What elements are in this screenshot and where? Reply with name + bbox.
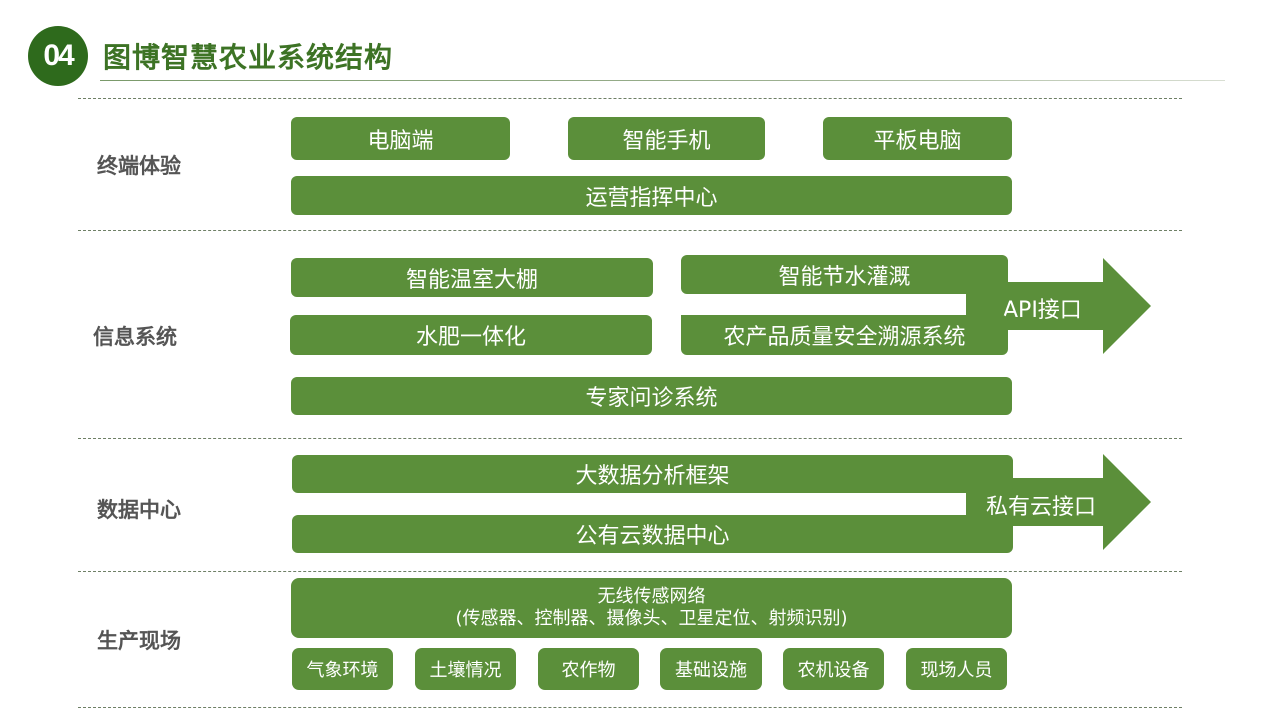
data-bigdata-framework: 大数据分析框架 <box>292 455 1013 493</box>
api-arrow <box>966 258 1152 354</box>
field-wireless-sensor-network: 无线传感网络 (传感器、控制器、摄像头、卫星定位、射频识别) <box>291 578 1012 638</box>
field-soil: 土壤情况 <box>415 648 516 690</box>
section-label-field: 生产现场 <box>97 629 181 653</box>
divider <box>78 438 1182 439</box>
terminal-tablet: 平板电脑 <box>823 117 1012 160</box>
info-traceability-system: 农产品质量安全溯源系统 <box>681 315 1008 355</box>
field-personnel: 现场人员 <box>906 648 1007 690</box>
api-arrow-label: API接口 <box>1003 298 1082 323</box>
data-public-cloud: 公有云数据中心 <box>292 515 1013 553</box>
section-label-terminal: 终端体验 <box>97 154 181 178</box>
section-label-info: 信息系统 <box>93 325 177 349</box>
terminal-pc: 电脑端 <box>291 117 510 160</box>
terminal-command-center: 运营指挥中心 <box>291 176 1012 215</box>
divider <box>78 230 1182 231</box>
title-underline <box>100 80 1225 81</box>
field-infrastructure: 基础设施 <box>660 648 762 690</box>
field-weather: 气象环境 <box>292 648 393 690</box>
terminal-smartphone: 智能手机 <box>568 117 765 160</box>
divider <box>78 98 1182 99</box>
network-title: 无线传感网络 <box>597 586 706 607</box>
divider <box>78 707 1182 708</box>
info-expert-consult: 专家问诊系统 <box>291 377 1012 415</box>
divider <box>78 571 1182 572</box>
field-crops: 农作物 <box>538 648 639 690</box>
field-machinery: 农机设备 <box>783 648 884 690</box>
section-number-badge: 04 <box>28 26 88 86</box>
network-subtitle: (传感器、控制器、摄像头、卫星定位、射频识别) <box>455 608 848 629</box>
info-smart-greenhouse: 智能温室大棚 <box>291 258 653 297</box>
page-title: 图博智慧农业系统结构 <box>103 41 394 74</box>
info-water-fertilizer: 水肥一体化 <box>290 315 652 355</box>
section-label-data: 数据中心 <box>97 498 181 522</box>
info-water-saving-irrigation: 智能节水灌溉 <box>681 255 1008 294</box>
